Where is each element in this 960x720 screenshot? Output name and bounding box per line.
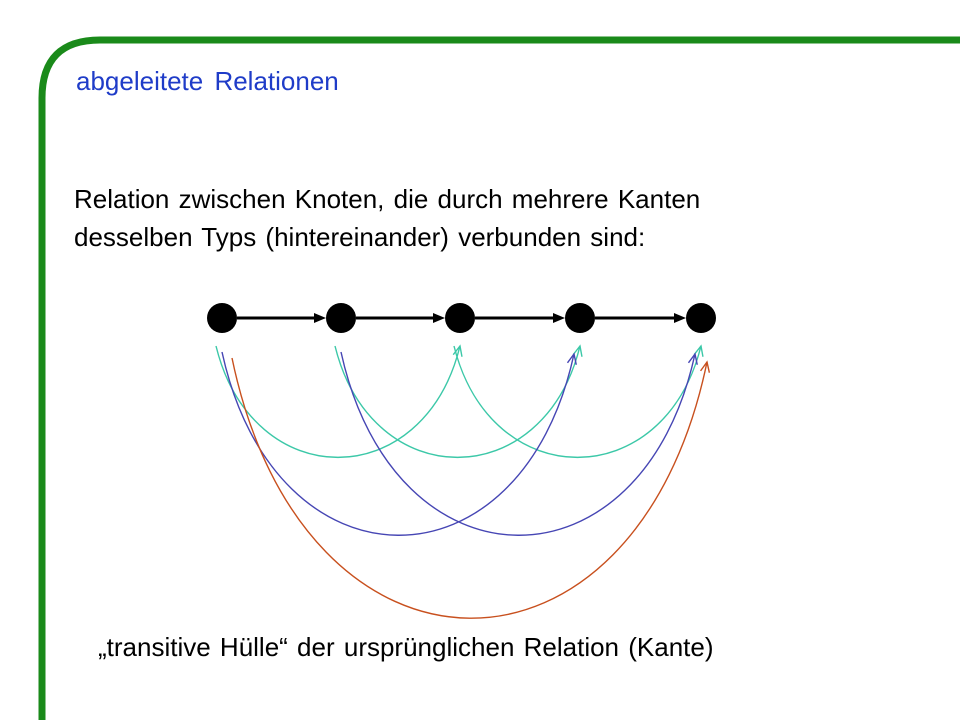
edge-arrowhead-4-5	[674, 313, 686, 323]
node-2	[326, 303, 356, 333]
caption: „transitive Hülle“ der ursprünglichen Re…	[98, 632, 714, 662]
derived-arrowhead-1-5	[699, 360, 711, 373]
derived-arc-3-5	[453, 345, 702, 459]
derived-arc-1-3	[215, 345, 461, 459]
derived-arrowhead-2-4	[572, 344, 583, 357]
body-text: Relation zwischen Knoten, die durch mehr…	[74, 180, 700, 256]
derived-arc-1-4	[221, 351, 575, 536]
node-1	[207, 303, 237, 333]
node-3	[445, 303, 475, 333]
body-line-1: Relation zwischen Knoten, die durch mehr…	[74, 184, 701, 214]
derived-arrowhead-3-5	[693, 344, 704, 357]
node-5	[686, 303, 716, 333]
derived-arc-1-5	[231, 357, 708, 619]
node-4	[565, 303, 595, 333]
body-line-2: desselben Typs (hintereinander) verbunde…	[74, 222, 646, 252]
edge-arrowhead-2-3	[433, 313, 445, 323]
derived-arrowhead-2-5	[687, 352, 698, 365]
edge-arrowhead-3-4	[553, 313, 565, 323]
edge-arrowhead-1-2	[314, 313, 326, 323]
green-frame-line	[38, 36, 960, 720]
slide-title: abgeleitete Relationen	[76, 66, 339, 96]
derived-arrowhead-1-4	[566, 352, 577, 365]
derived-arc-2-5	[340, 351, 696, 536]
derived-arc-2-4	[334, 345, 581, 459]
